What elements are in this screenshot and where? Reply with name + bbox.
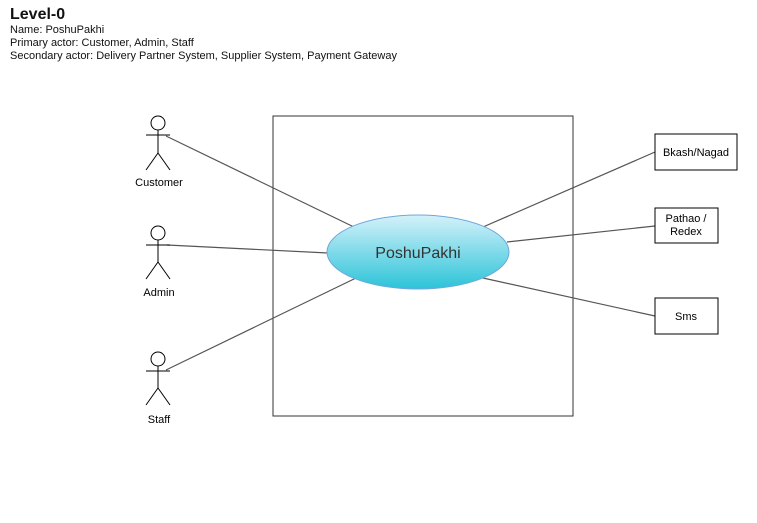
- external-system-box[interactable]: [654, 297, 719, 335]
- association-customer[interactable]: [165, 135, 357, 229]
- association-sms[interactable]: [482, 277, 656, 317]
- use-case-ellipse[interactable]: [326, 214, 510, 290]
- use-case-poshupakhi[interactable]: PoshuPakhi: [326, 214, 510, 290]
- diagram-title: Level-0: [10, 6, 66, 23]
- external-system-bkash[interactable]: Bkash/Nagad: [654, 133, 738, 171]
- association-pathao[interactable]: [506, 225, 656, 243]
- stick-figure-icon: [145, 225, 171, 280]
- external-system-label-pathao-line2: Redex: [670, 226, 702, 238]
- actor-staff[interactable]: [145, 351, 171, 406]
- use-case-label: PoshuPakhi: [375, 245, 460, 262]
- secondary-actors-line: Secondary actor: Delivery Partner System…: [10, 50, 397, 62]
- external-system-label-bkash: Bkash/Nagad: [663, 147, 729, 159]
- external-system-pathao[interactable]: Pathao / Redex: [654, 207, 719, 244]
- actor-customer[interactable]: [145, 115, 171, 171]
- association-staff[interactable]: [165, 277, 357, 371]
- external-system-sms[interactable]: Sms: [654, 297, 719, 335]
- external-system-box[interactable]: [654, 207, 719, 244]
- associations: [165, 135, 656, 371]
- diagram-header: Level-0 Name: PoshuPakhi Primary actor: …: [10, 5, 397, 63]
- external-system-box[interactable]: [654, 133, 738, 171]
- stick-figure-icon: [145, 351, 171, 406]
- association-admin[interactable]: [166, 244, 329, 254]
- external-system-label-pathao-line1: Pathao /: [666, 213, 708, 225]
- actor-admin[interactable]: [145, 225, 171, 280]
- stick-figure-icon: [145, 115, 171, 171]
- actor-label-staff: Staff: [148, 414, 171, 426]
- association-bkash[interactable]: [482, 151, 656, 228]
- system-name-line: Name: PoshuPakhi: [10, 24, 105, 36]
- external-system-label-sms: Sms: [675, 311, 698, 323]
- actor-label-admin: Admin: [143, 287, 174, 299]
- actor-label-customer: Customer: [135, 177, 183, 189]
- primary-actors-line: Primary actor: Customer, Admin, Staff: [10, 37, 194, 49]
